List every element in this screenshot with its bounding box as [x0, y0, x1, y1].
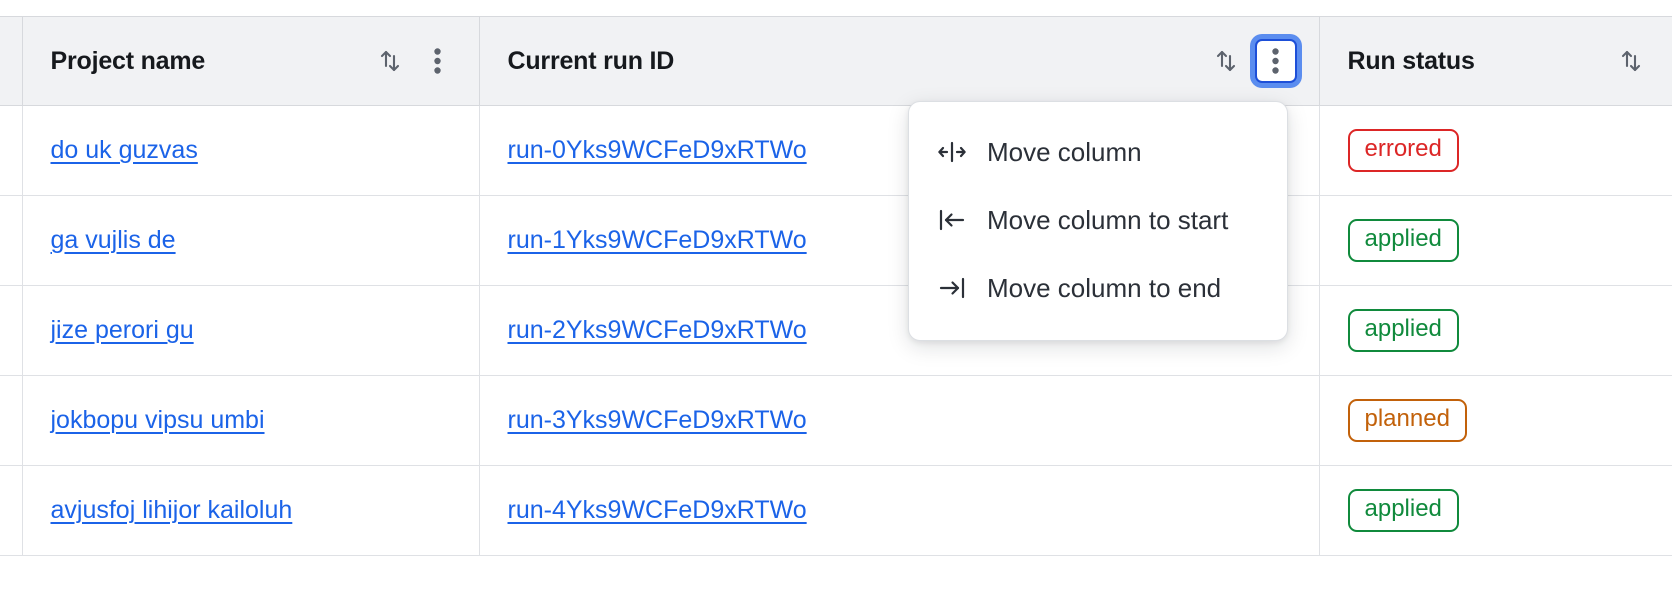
kebab-menu-icon-project-name[interactable] [419, 42, 457, 80]
cell-project-name: avjusfoj lihijor kailoluh [22, 465, 480, 556]
row-gutter-cell [0, 465, 23, 556]
kebab-menu-icon-current-run-id[interactable] [1254, 39, 1297, 83]
run-id-link[interactable]: run-2Yks9WCFeD9xRTWo [507, 316, 807, 344]
column-header-run-status: Run status [1319, 16, 1672, 106]
menu-item-move-column-to-end[interactable]: Move column to end [909, 254, 1287, 322]
sort-updown-icon-current-run-id[interactable] [1207, 42, 1245, 80]
column-header-label-project-name: Project name [50, 46, 206, 75]
sort-updown-icon-project-name[interactable] [371, 42, 409, 80]
project-name-link[interactable]: jize perori gu [50, 316, 194, 344]
table-row: avjusfoj lihijor kailoluh run-4Yks9WCFeD… [0, 465, 1672, 556]
column-header-current-run-id: Current run ID [479, 16, 1320, 106]
menu-item-label: Move column [987, 136, 1142, 167]
cell-project-name: ga vujlis de [22, 195, 480, 286]
status-badge: applied [1347, 219, 1459, 262]
cell-project-name: do uk guzvas [22, 105, 480, 196]
table-body: do uk guzvas run-0Yks9WCFeD9xRTWo errore… [0, 105, 1672, 556]
cell-project-name: jize perori gu [22, 285, 480, 376]
project-name-link[interactable]: ga vujlis de [50, 226, 176, 254]
table-header-row: Project name [0, 16, 1672, 106]
cell-run-status: applied [1319, 285, 1672, 376]
projects-table: Project name [0, 16, 1672, 556]
run-id-link[interactable]: run-3Yks9WCFeD9xRTWo [507, 406, 807, 434]
move-column-icon [937, 137, 967, 167]
status-badge: applied [1347, 309, 1459, 352]
cell-run-status: errored [1319, 105, 1672, 196]
column-header-label-current-run-id: Current run ID [507, 46, 675, 75]
column-header-label-run-status: Run status [1347, 46, 1475, 75]
table-row: jokbopu vipsu umbi run-3Yks9WCFeD9xRTWo … [0, 375, 1672, 466]
move-to-start-icon [937, 205, 967, 235]
table-row: jize perori gu run-2Yks9WCFeD9xRTWo appl… [0, 285, 1672, 376]
table-row: do uk guzvas run-0Yks9WCFeD9xRTWo errore… [0, 105, 1672, 196]
row-gutter-header [0, 16, 23, 106]
status-badge: errored [1347, 129, 1459, 172]
project-name-link[interactable]: do uk guzvas [50, 136, 198, 164]
column-header-project-name: Project name [22, 16, 480, 106]
run-id-link[interactable]: run-1Yks9WCFeD9xRTWo [507, 226, 807, 254]
table-header: Project name [0, 16, 1672, 106]
cell-run-status: applied [1319, 195, 1672, 286]
cell-run-status: applied [1319, 465, 1672, 556]
project-name-link[interactable]: avjusfoj lihijor kailoluh [50, 496, 293, 524]
run-id-link[interactable]: run-0Yks9WCFeD9xRTWo [507, 136, 807, 164]
row-gutter-cell [0, 285, 23, 376]
row-gutter-cell [0, 375, 23, 466]
status-badge: applied [1347, 489, 1459, 532]
status-badge: planned [1347, 399, 1467, 442]
cell-current-run-id: run-3Yks9WCFeD9xRTWo [479, 375, 1320, 466]
cell-current-run-id: run-4Yks9WCFeD9xRTWo [479, 465, 1320, 556]
row-gutter-cell [0, 195, 23, 286]
cell-run-status: planned [1319, 375, 1672, 466]
menu-item-move-column[interactable]: Move column [909, 118, 1287, 186]
table-row: ga vujlis de run-1Yks9WCFeD9xRTWo applie… [0, 195, 1672, 286]
run-id-link[interactable]: run-4Yks9WCFeD9xRTWo [507, 496, 807, 524]
menu-item-move-column-to-start[interactable]: Move column to start [909, 186, 1287, 254]
menu-item-label: Move column to end [987, 272, 1222, 303]
move-to-end-icon [937, 273, 967, 303]
project-name-link[interactable]: jokbopu vipsu umbi [50, 406, 265, 434]
menu-item-label: Move column to start [987, 204, 1229, 235]
sort-updown-icon-run-status[interactable] [1612, 42, 1650, 80]
column-options-menu: Move column Move column to start Move co… [908, 101, 1288, 341]
row-gutter-cell [0, 105, 23, 196]
cell-project-name: jokbopu vipsu umbi [22, 375, 480, 466]
